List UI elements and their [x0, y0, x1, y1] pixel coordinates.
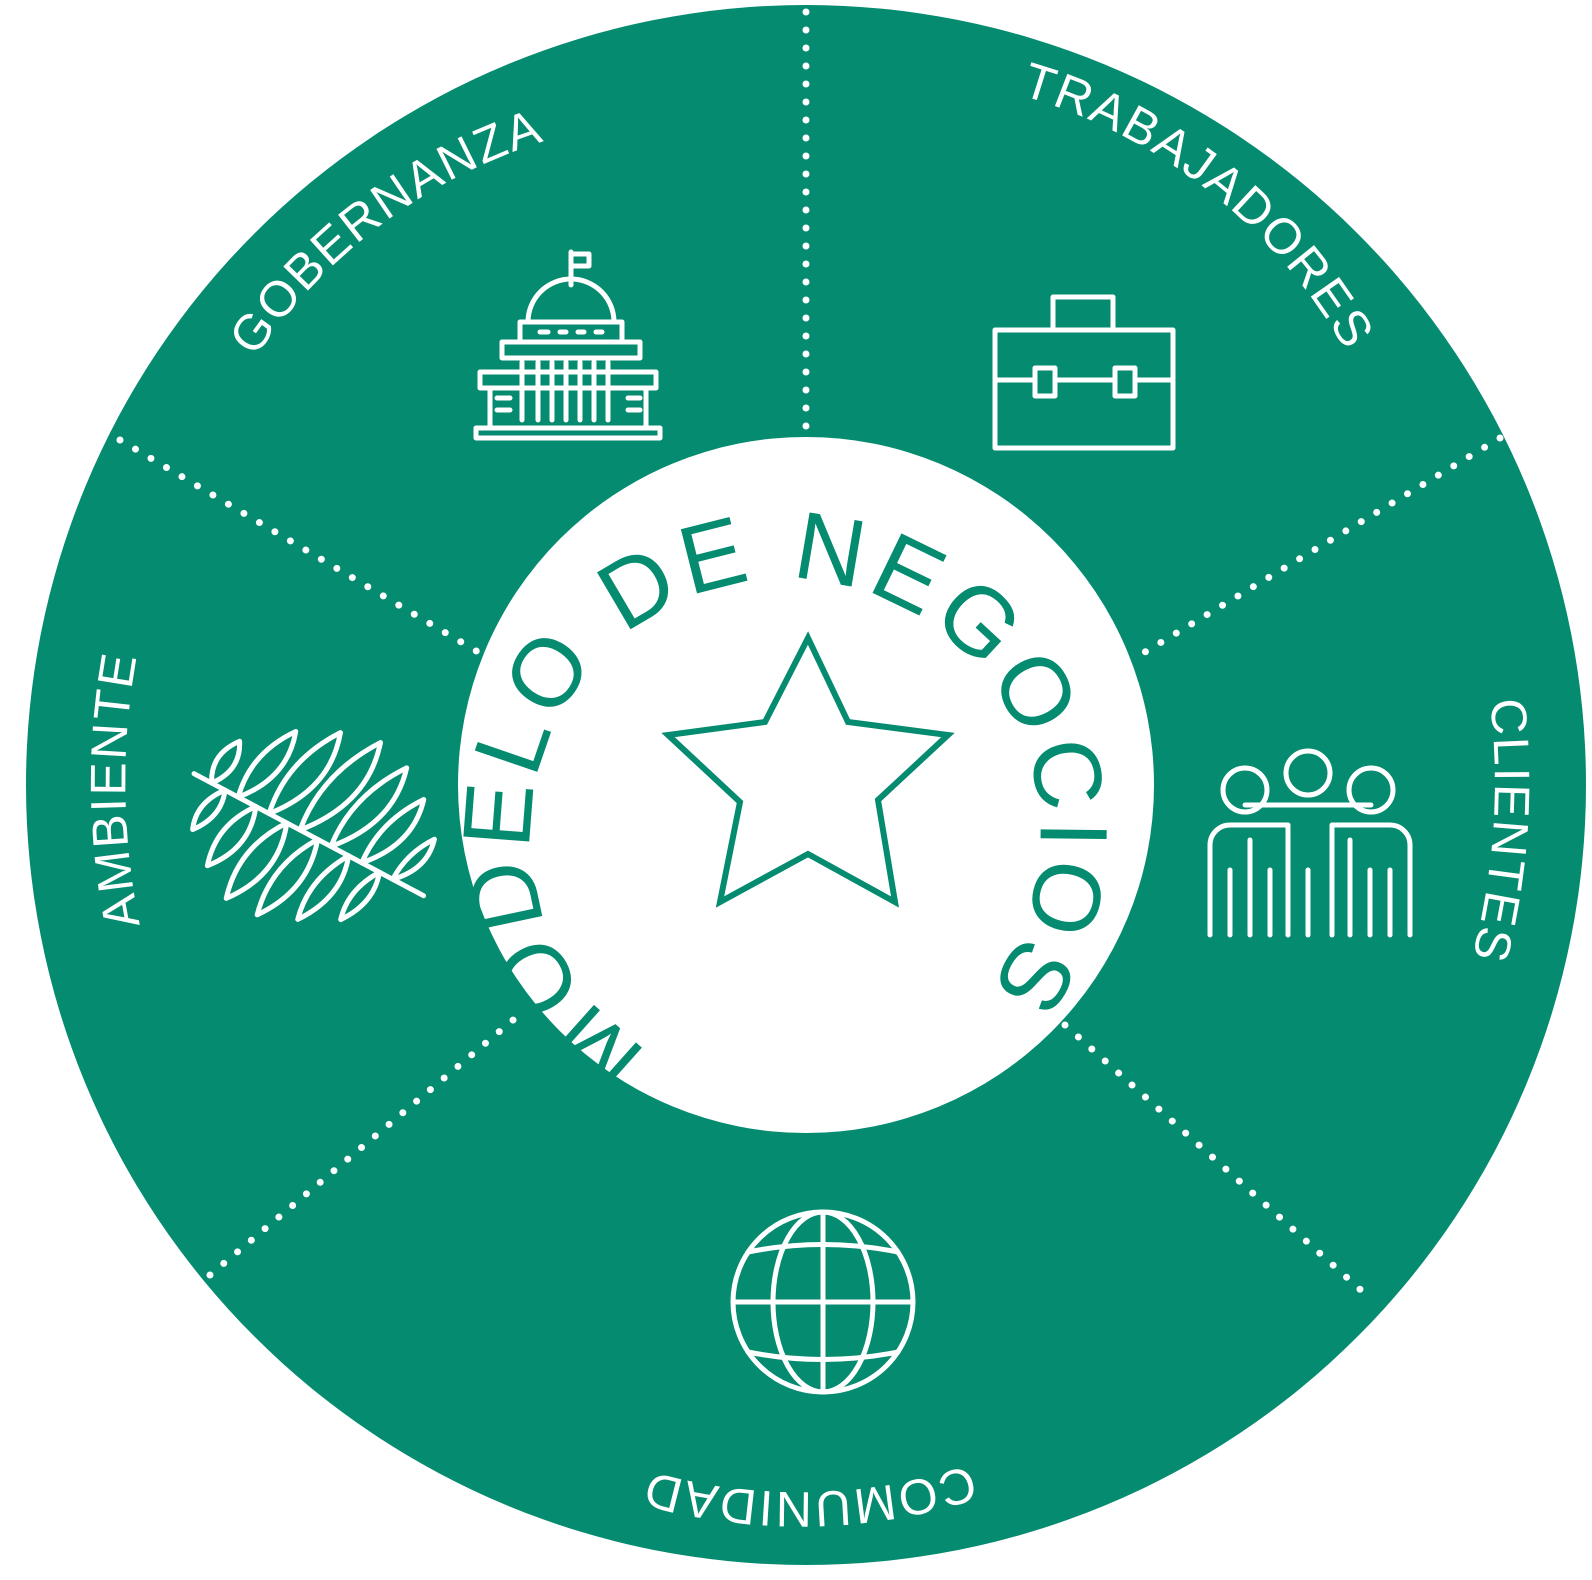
segment-dividers — [116, 8, 1504, 1304]
leaf-branch-icon — [190, 728, 437, 923]
people-group-icon — [1207, 748, 1413, 938]
briefcase-icon — [992, 294, 1176, 451]
capitol-building-icon — [473, 249, 663, 441]
globe-icon — [730, 1209, 916, 1395]
star-icon — [661, 631, 955, 908]
center-disk — [458, 437, 1154, 1133]
